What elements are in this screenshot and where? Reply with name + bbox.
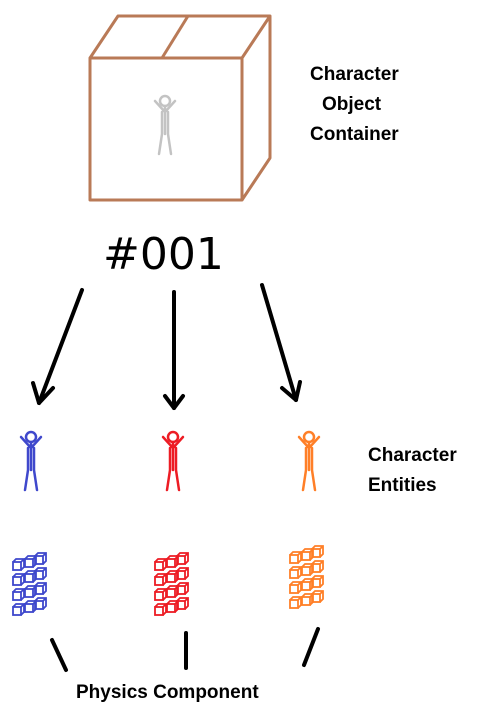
- container-label: Character Object Container: [310, 64, 404, 145]
- red-physics-cubes-icon: [155, 553, 188, 615]
- entities-label: Character Entities: [368, 445, 462, 496]
- orange-physics-cubes-icon: [290, 546, 323, 608]
- physics-label: Physics Component: [76, 682, 259, 703]
- orange-character-icon: [297, 430, 321, 492]
- container-label-line3: Container: [310, 124, 399, 145]
- object-id: #001: [103, 229, 224, 280]
- blue-physics-cubes-icon: [13, 553, 46, 615]
- connector-right: [302, 627, 320, 667]
- blue-character-icon: [19, 430, 43, 492]
- physics-connectors: [50, 627, 320, 672]
- entities-label-line2: Entities: [368, 475, 437, 496]
- container-label-line1: Character: [310, 64, 399, 85]
- arrow-right: [260, 283, 302, 402]
- arrows: [31, 283, 302, 410]
- box-top-face: [88, 14, 272, 59]
- connector-left: [50, 638, 68, 672]
- box-side-face: [240, 16, 272, 201]
- ghost-character-icon: [153, 94, 177, 156]
- container-box: [88, 14, 272, 202]
- red-character-icon: [161, 430, 185, 492]
- box-tape-line: [160, 15, 190, 59]
- container-label-line2: Object: [322, 94, 382, 115]
- arrow-left: [31, 288, 84, 405]
- entities-label-line1: Character: [368, 445, 457, 466]
- arrow-center: [163, 290, 185, 410]
